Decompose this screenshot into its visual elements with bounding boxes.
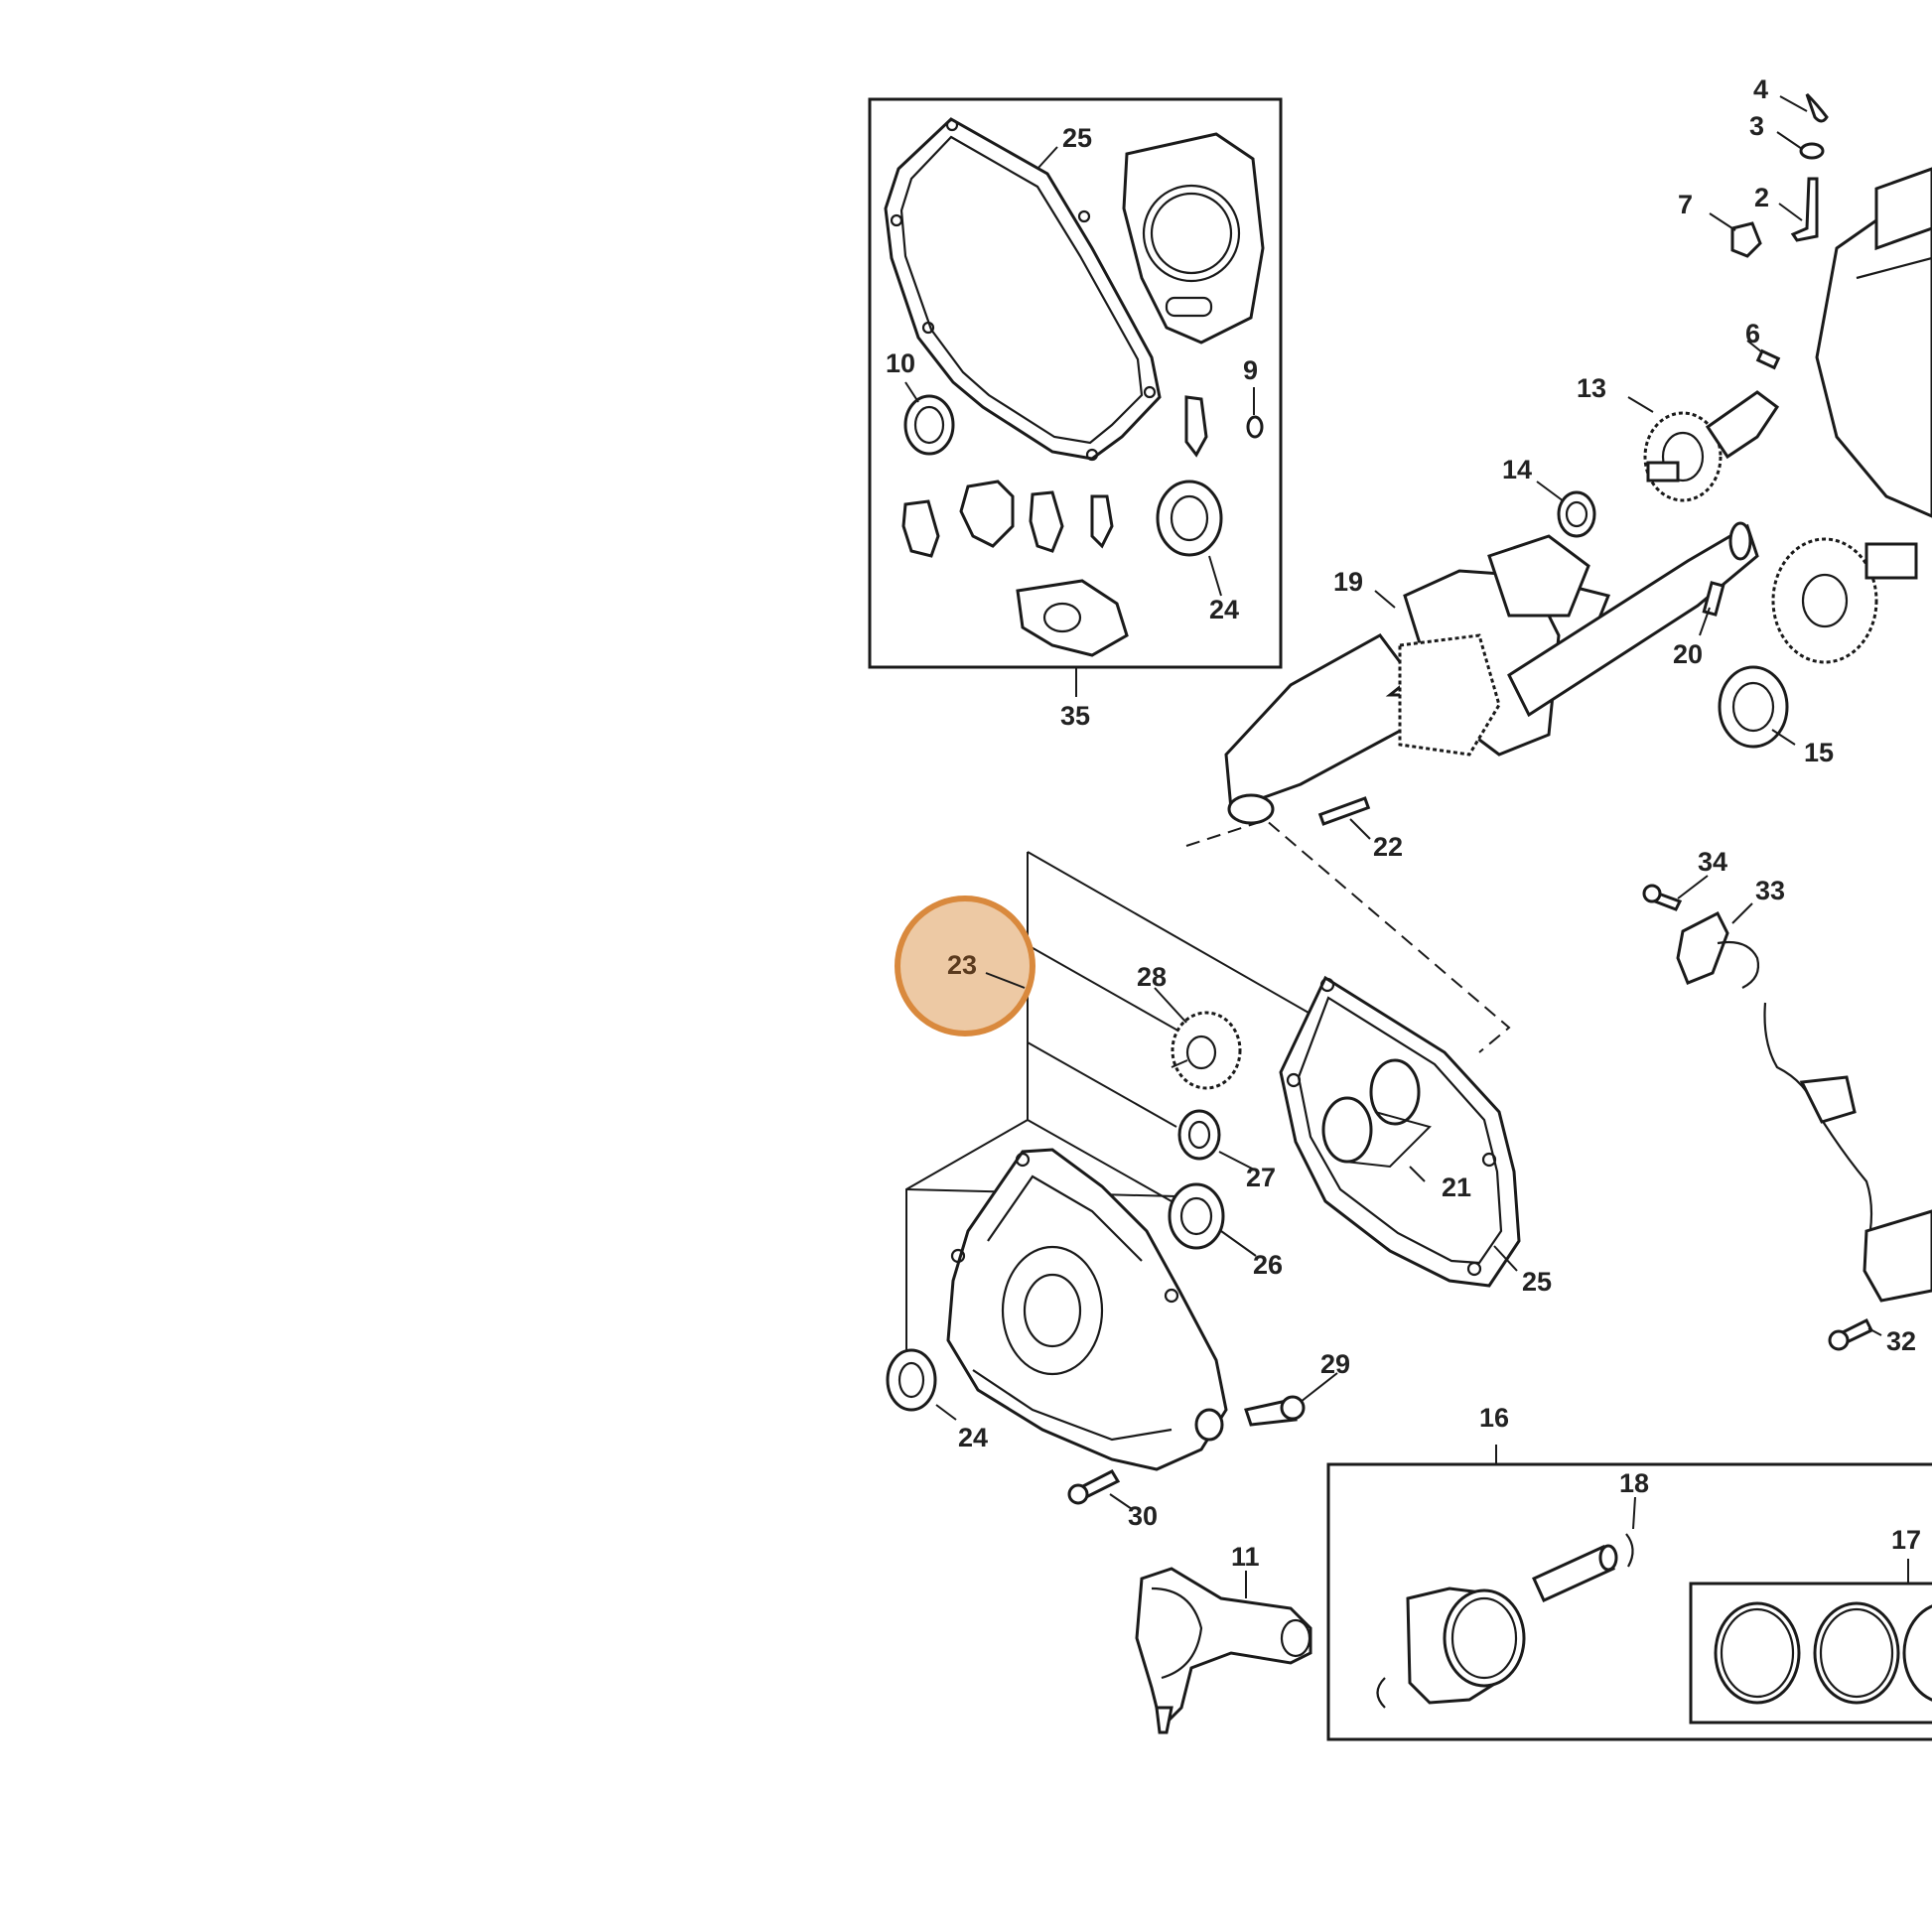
label-11: 11 [1231,1542,1260,1572]
label-30: 30 [1128,1501,1158,1531]
callout-23-leader [985,972,1026,989]
label-35: 35 [1060,701,1090,731]
piston-ring-icon [1714,1601,1801,1705]
retainer-clip-4-icon [1805,92,1829,123]
governor-gear-28-icon [1171,1011,1242,1090]
label-33: 33 [1755,876,1785,905]
piston-rings-box [1689,1582,1932,1725]
cover-gasket-25-icon [1279,975,1521,1288]
bearing-26-icon [1168,1182,1225,1250]
oil-seal-24-lower-icon [886,1348,937,1412]
label-29: 29 [1320,1349,1350,1379]
highlight-circle[interactable] [895,896,1035,1036]
leader-lines [935,95,1882,1598]
label-4: 4 [1753,74,1768,104]
piston-kit-box [1326,1445,1932,1741]
label-14: 14 [1502,455,1532,484]
label-20: 20 [1673,639,1703,669]
label-27: 27 [1246,1163,1276,1192]
crankcase-cover-group [886,851,1310,1471]
head-gasket-icon [1122,132,1265,345]
oil-seal-21-icon [1369,1058,1421,1126]
ignition-wire-icon [1763,1002,1873,1252]
label-7: 7 [1678,190,1693,219]
ignition-coil-icon [1863,1209,1932,1303]
label-32: 32 [1886,1326,1916,1356]
connecting-rod-11-icon [1135,1567,1312,1734]
crankcase-gasket-icon [884,117,1162,461]
label-23[interactable]: 23 [947,950,977,980]
label-6: 6 [1745,319,1760,348]
crankshaft-icon [1224,521,1759,825]
label-34: 34 [1698,847,1727,877]
label-9: 9 [1243,355,1258,385]
bracket-33-icon [1676,910,1729,985]
seal-7-icon [1730,221,1762,258]
part-labels: 4 3 2 7 6 13 14 19 20 15 22 34 33 28 27 … [886,74,1921,1572]
label-24a: 24 [1209,595,1239,624]
label-21: 21 [1442,1173,1471,1202]
label-17: 17 [1891,1525,1921,1555]
label-22: 22 [1373,832,1403,862]
label-10: 10 [886,348,915,378]
label-28: 28 [1137,962,1167,992]
washer-3-icon [1799,142,1825,160]
label-26: 26 [1253,1250,1283,1280]
highlighted-callout-23[interactable]: 23 [895,896,1035,1036]
governor-arm-2-icon [1790,177,1819,242]
label-25b: 25 [1522,1267,1552,1297]
label-2: 2 [1754,183,1769,212]
key-22-icon [1317,796,1371,826]
bearing-15-icon [1718,665,1789,749]
balancer-gear-icon [1771,537,1918,664]
oil-seal-10-icon [903,394,955,456]
label-16: 16 [1479,1403,1509,1433]
label-3: 3 [1749,111,1764,141]
oil-seal-27-icon [1177,1109,1221,1161]
oil-seal-24-icon [1156,480,1223,557]
gasket-set-box [868,97,1283,697]
label-18: 18 [1619,1468,1649,1498]
label-19: 19 [1333,567,1363,597]
crankcase-icon [1815,211,1932,518]
label-25a: 25 [1062,123,1092,153]
label-15: 15 [1804,738,1834,767]
label-24b: 24 [958,1423,988,1452]
camshaft-13-icon [1643,390,1780,502]
pin-6-icon [1755,348,1781,370]
label-13: 13 [1577,373,1606,403]
bearing-14-icon [1557,490,1596,538]
